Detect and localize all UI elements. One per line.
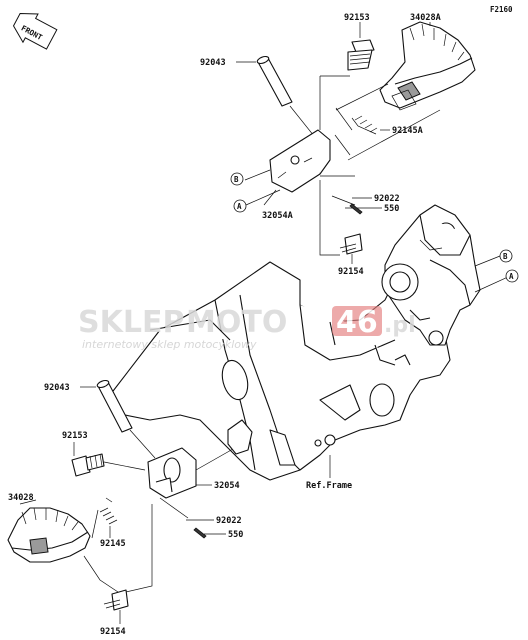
watermark: SKLEP MOTO 46 .pl internetowy sklep moto… xyxy=(78,305,416,351)
label-92154-top: 92154 xyxy=(338,267,364,277)
spring-92145A xyxy=(351,115,378,135)
bolt-92154-bottom xyxy=(83,504,153,624)
bracket-32054 xyxy=(147,419,253,499)
pin-92043-bottom xyxy=(80,379,156,459)
label-550-bottom: 550 xyxy=(228,530,243,540)
bolt-92154-top xyxy=(339,233,363,264)
label-34028A: 34028A xyxy=(410,13,441,23)
ref-markers-top: B A xyxy=(230,172,247,213)
label-92145: 92145 xyxy=(100,539,126,549)
bolt-92153-bottom xyxy=(71,442,146,477)
label-92022-top: 92022 xyxy=(374,194,400,204)
label-92043-bottom: 92043 xyxy=(44,383,70,393)
part-labels: 92153 34028A 92043 92145A 32054A 92022 5… xyxy=(8,13,441,637)
ref-a-right: A xyxy=(509,272,514,281)
footpeg-34028 xyxy=(7,499,91,563)
bracket-32054A xyxy=(269,129,331,193)
label-92145A: 92145A xyxy=(392,126,423,136)
diagram-code: F2160 xyxy=(490,5,513,14)
label-32054: 32054 xyxy=(214,481,240,491)
pivot-bracket-illustration xyxy=(381,204,481,346)
label-92022-bottom: 92022 xyxy=(216,516,242,526)
cotter-pin-top xyxy=(349,197,372,215)
watermark-brand-a: SKLEP xyxy=(78,305,184,340)
label-550-top: 550 xyxy=(384,204,399,214)
watermark-subtitle: internetowy sklep motocyklowy xyxy=(82,338,257,351)
pin-92043-top xyxy=(256,55,315,137)
label-92043-top: 92043 xyxy=(200,58,226,68)
label-92153-top: 92153 xyxy=(344,13,370,23)
label-ref-frame: Ref.Frame xyxy=(306,481,352,491)
label-92153-bottom: 92153 xyxy=(62,431,88,441)
front-direction-indicator: FRONT xyxy=(12,13,58,50)
label-92154-bottom: 92154 xyxy=(100,627,126,637)
spring-92145 xyxy=(91,497,118,539)
footpeg-34028A xyxy=(379,21,476,111)
top-leader-lines xyxy=(236,22,441,256)
ref-a-top: A xyxy=(237,202,242,211)
ref-b-right: B xyxy=(503,252,508,261)
ref-markers-right: B A xyxy=(474,249,519,293)
cotter-pin-bottom xyxy=(159,497,226,539)
bolt-92153-top xyxy=(347,39,375,71)
label-32054A: 32054A xyxy=(262,211,293,221)
label-34028: 34028 xyxy=(8,493,34,503)
watermark-brand-d: .pl xyxy=(384,313,416,338)
ref-b-top: B xyxy=(234,175,239,184)
watermark-brand-c: 46 xyxy=(336,305,378,340)
watermark-badge xyxy=(332,306,382,336)
watermark-brand-b: MOTO xyxy=(186,305,287,340)
